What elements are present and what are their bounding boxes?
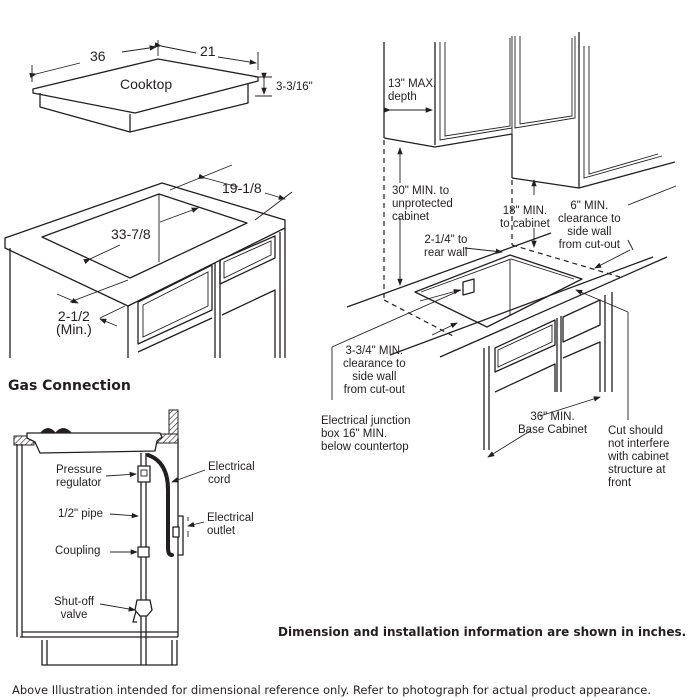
cabinet-clearance-drawing xyxy=(331,32,677,458)
rear-wall-label: 2-1/4" to rear wall xyxy=(424,234,468,259)
gas-connection-drawing xyxy=(13,409,206,666)
cooktop-width-label: 36 xyxy=(90,48,106,64)
cooktop-label: Cooktop xyxy=(120,76,173,92)
cooktop-drawing xyxy=(29,40,272,133)
pressure-regulator-label: Pressure regulator xyxy=(56,464,103,489)
cutout-front-clearance-label: 2-1/2 (Min.) xyxy=(56,308,92,337)
to-cabinet-label: 18" MIN. to cabinet xyxy=(500,205,550,230)
cooktop-height-label: 3-3/16" xyxy=(276,81,313,93)
base-cabinet-label: 36" MIN. Base Cabinet xyxy=(518,411,588,436)
cutout-drawing xyxy=(4,164,293,358)
disclaimer-note: Above Illustration intended for dimensio… xyxy=(12,683,652,697)
upper-cabinet-depth-label: 13" MAX. depth xyxy=(388,78,437,103)
cooktop-depth-label: 21 xyxy=(200,43,216,59)
electrical-outlet-label: Electrical outlet xyxy=(207,512,254,537)
cutout-width-label: 33-7/8 xyxy=(111,226,151,242)
cut-note-label: Cut should not interfere with cabinet st… xyxy=(608,425,670,489)
units-note: Dimension and installation information a… xyxy=(278,625,687,639)
gas-connection-heading: Gas Connection xyxy=(8,378,131,394)
side-wall-right-label: 6" MIN. clearance to side wall from cut-… xyxy=(558,200,621,251)
coupling-label: Coupling xyxy=(55,545,101,557)
shutoff-valve-label: Shut-off valve xyxy=(54,596,95,621)
junction-box-label: Electrical junction box 16" MIN. below c… xyxy=(321,415,411,453)
side-wall-left-label: 3-3/4" MIN. clearance to side wall from … xyxy=(343,345,406,396)
pipe-label: 1/2" pipe xyxy=(58,508,104,520)
unprotected-cabinet-label: 30" MIN. to unprotected cabinet xyxy=(392,185,453,223)
cutout-depth-label: 19-1/8 xyxy=(222,180,262,196)
electrical-cord-label: Electrical cord xyxy=(208,461,255,486)
